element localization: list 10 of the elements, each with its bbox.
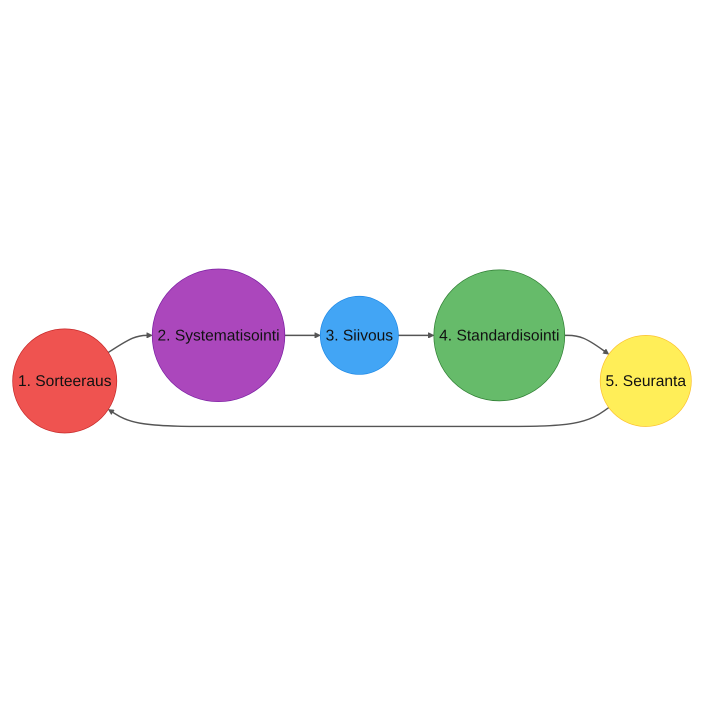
- node-circle: 5. Seuranta: [599, 334, 692, 426]
- node-circle: 3. Siivous: [319, 295, 398, 374]
- arrow: [284, 332, 320, 338]
- arrow: [564, 334, 609, 354]
- arrow: [107, 332, 152, 353]
- node-circle: 2. Systematisointi: [151, 268, 285, 402]
- node-circle: 1. Sorteeraus: [12, 328, 117, 433]
- arrow: [398, 332, 434, 338]
- node-circle: 4. Standardisointi: [432, 269, 565, 401]
- arrow: [108, 406, 609, 427]
